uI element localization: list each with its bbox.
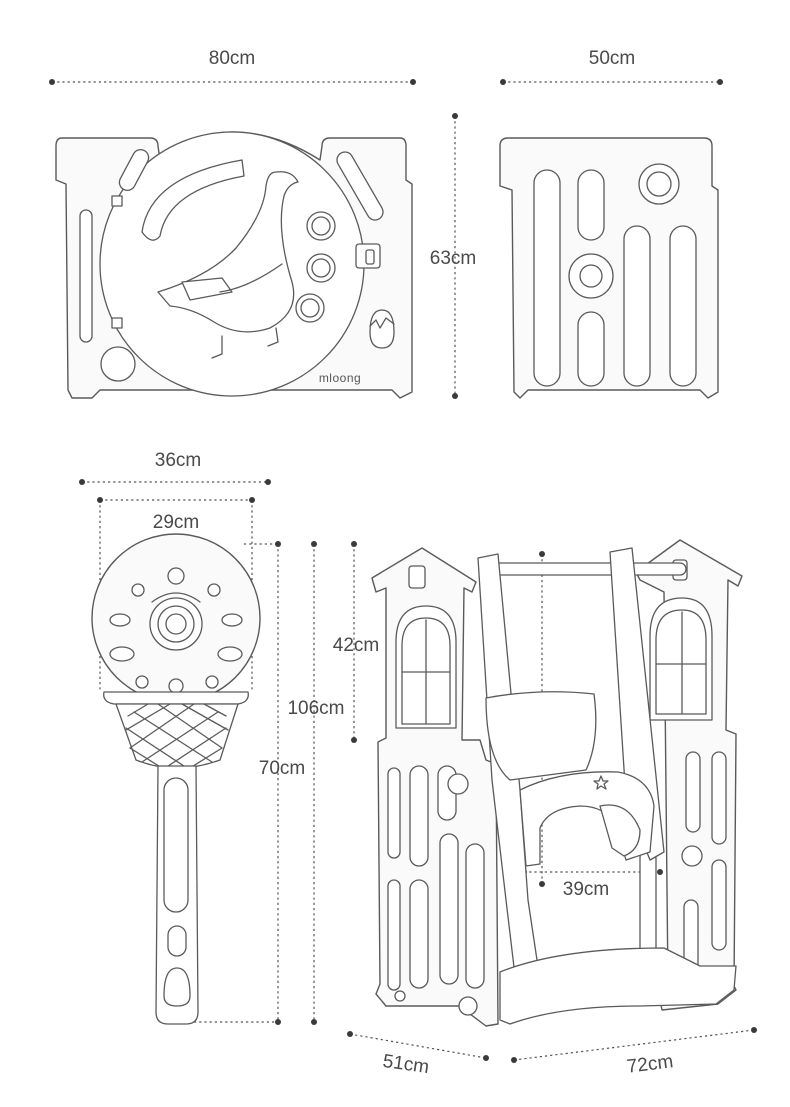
swing-window-height-label: 42cm	[333, 635, 379, 656]
panel-b-drawing	[499, 137, 719, 399]
brand-logo: mloong	[319, 371, 361, 385]
panel-height-label: 63cm	[430, 248, 476, 269]
swing-drawing	[371, 539, 743, 1027]
hoop-outer-width-label: 36cm	[155, 450, 201, 471]
swing-depth-label: 51cm	[381, 1051, 430, 1078]
hoop-drawing	[91, 533, 261, 1025]
panel-b-dimension: 50cm	[500, 48, 723, 85]
panel-a-drawing: mloong	[55, 131, 413, 399]
panel-height-dimension: 63cm	[430, 113, 476, 399]
swing-total-height-label: 106cm	[287, 698, 344, 719]
hoop-dimensions: 36cm 29cm 70cm	[79, 450, 305, 1025]
panel-a-width-label: 80cm	[209, 48, 255, 69]
swing-width-label: 72cm	[626, 1051, 675, 1078]
panel-b-width-label: 50cm	[589, 48, 635, 69]
panel-a-dimension: 80cm	[49, 48, 416, 85]
hoop-height-label: 70cm	[259, 758, 305, 779]
hoop-inner-width-label: 29cm	[153, 512, 199, 533]
swing-seat-width-label: 39cm	[563, 879, 609, 900]
